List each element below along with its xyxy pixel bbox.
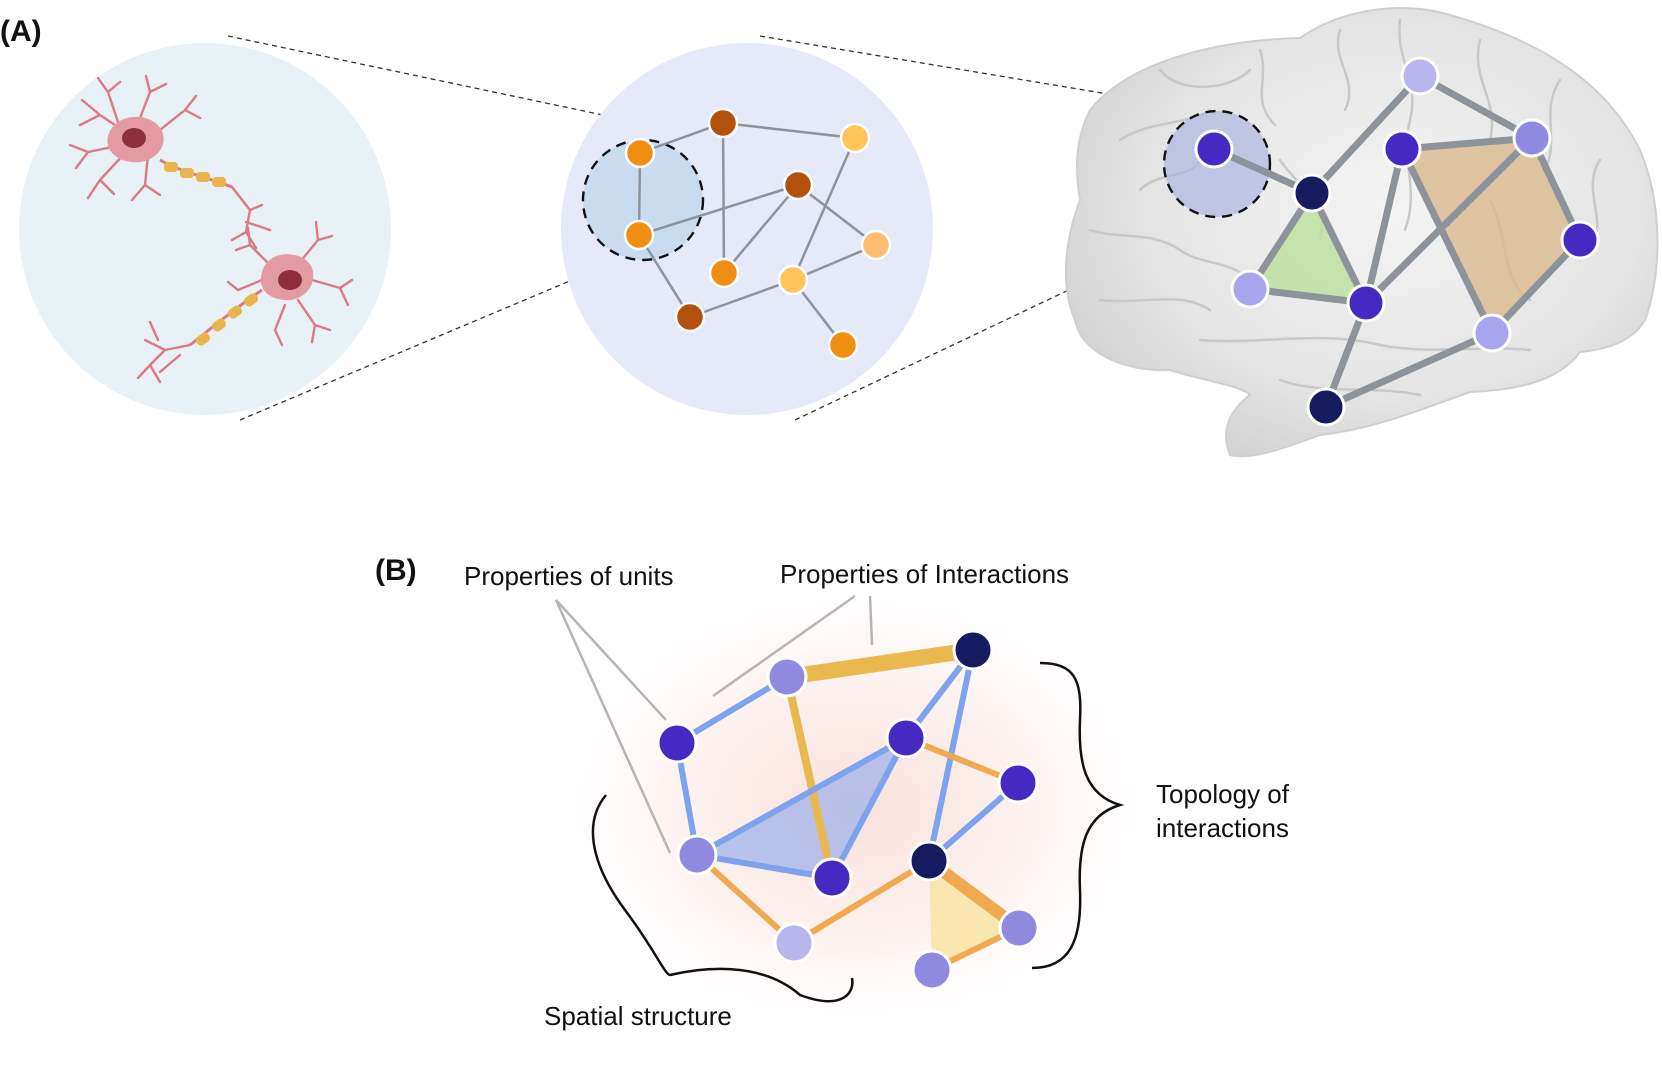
network-node: [623, 219, 655, 251]
brain-node: [1472, 313, 1512, 353]
unit-node: [952, 629, 994, 671]
unit-node: [656, 722, 698, 764]
brain-node: [1382, 129, 1422, 169]
brain-node: [1560, 220, 1600, 260]
unit-node: [773, 922, 815, 964]
network-node: [839, 122, 871, 154]
unit-node: [885, 717, 927, 759]
annotation-spatial-structure: Spatial structure: [544, 1001, 732, 1031]
annotation-topology-line-1: Topology of: [1156, 779, 1290, 809]
yellow-triangle: [929, 861, 1019, 970]
axon-myelin: [159, 158, 263, 347]
annotation-topology-line-2: interactions: [1156, 813, 1289, 843]
panel-b-label: (B): [375, 554, 417, 587]
network-node: [708, 257, 740, 289]
blue-triangle: [697, 738, 906, 878]
brain-node: [1400, 56, 1440, 96]
brain-node: [1194, 129, 1234, 169]
network-node: [624, 137, 656, 169]
annotation-pointer-lines: [554, 594, 874, 854]
neuron-circle: [19, 43, 391, 415]
unit-node: [676, 834, 718, 876]
network-node: [860, 229, 892, 261]
annotation-properties-of-interactions: Properties of Interactions: [780, 559, 1069, 589]
panel-b-nodes: [656, 629, 1040, 991]
network-node: [777, 264, 809, 296]
network-node: [827, 329, 859, 361]
unit-node: [911, 949, 953, 991]
unit-node: [811, 857, 853, 899]
unit-node: [997, 762, 1039, 804]
network-node: [707, 107, 739, 139]
unit-node: [908, 840, 950, 882]
network-node: [674, 301, 706, 333]
unit-node: [998, 907, 1040, 949]
panel-b: (B) Properties of units Properties of In…: [375, 554, 1290, 1058]
highlight-region: [581, 138, 705, 262]
network-nodes: [623, 107, 892, 361]
brain-icon: [1064, 7, 1659, 458]
brain-node: [1306, 387, 1346, 427]
panel-a: (A): [0, 7, 1659, 458]
network-node: [782, 169, 814, 201]
brain-nodes: [1194, 56, 1600, 427]
brace-topology: [1031, 661, 1125, 970]
brain-node: [1512, 118, 1552, 158]
network-circle: [561, 43, 933, 415]
brain-node: [1346, 283, 1386, 323]
brain-node: [1230, 269, 1270, 309]
panel-a-label: (A): [0, 15, 42, 48]
annotation-properties-of-units: Properties of units: [464, 561, 674, 591]
neuron-bodies: [107, 116, 314, 301]
unit-node: [766, 656, 808, 698]
brain-node: [1292, 173, 1332, 213]
brace-spatial: [591, 794, 854, 1003]
neuron-icon: [68, 74, 354, 384]
